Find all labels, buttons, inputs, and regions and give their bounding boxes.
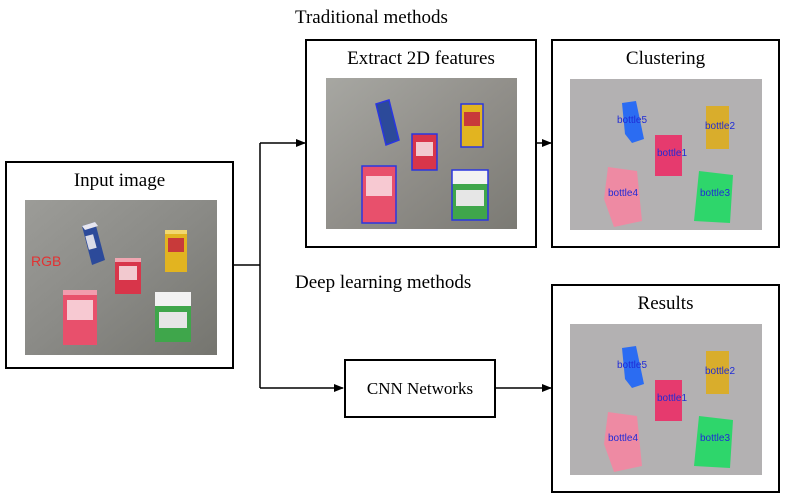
results-mask-bottle1 [655,380,682,421]
clustering-label-bottle2: bottle2 [705,121,735,132]
results-label-bottle4: bottle4 [608,433,638,444]
clustering-label-bottle5: bottle5 [617,115,647,126]
extract-bottle-pink [361,165,397,224]
results-title: Results [637,293,694,314]
clustering-mask-bottle3 [694,171,733,223]
results-mask-bottle4 [604,412,642,472]
extract-features-photo [326,78,517,229]
cnn-networks-box: CNN Networks [344,359,496,418]
clustering-mask-bottle2 [706,106,729,149]
extract-features-title: Extract 2D features [347,48,495,69]
results-label-bottle2: bottle2 [705,366,735,377]
clustering-label-bottle4: bottle4 [608,188,638,199]
results-label-bottle5: bottle5 [617,360,647,371]
clustering-title: Clustering [625,48,706,69]
clustering-mask-bottle5 [622,101,644,143]
results-mask-bottle2 [706,351,729,394]
clustering-mask-bottle4 [604,167,642,227]
extract-bottle-yellow [460,103,484,148]
extract-features-box: Extract 2D features [305,39,537,248]
results-label-bottle3: bottle3 [700,433,730,444]
clustering-box: Clustering bottle5 bottle2 bottle1 bottl… [551,39,780,248]
input-rgb-photo: RGB [25,200,217,355]
input-bottle-yellow [165,230,187,272]
results-label-bottle1: bottle1 [657,393,687,404]
section-label-traditional: Traditional methods [295,7,448,28]
results-mask-bottle5 [622,346,644,388]
results-box: Results bottle5 bottle2 bottle1 bottle4 … [551,284,780,493]
input-bottle-pink [63,290,97,345]
clustering-mask-bottle1 [655,135,682,176]
clustering-segmentation: bottle5 bottle2 bottle1 bottle4 bottle3 [570,79,762,230]
input-bottle-blue [82,222,105,265]
input-bottle-green [155,292,191,342]
clustering-label-bottle3: bottle3 [700,188,730,199]
rgb-tag: RGB [31,253,61,269]
input-bottle-red [115,258,141,294]
extract-bottle-green [451,169,489,221]
results-segmentation: bottle5 bottle2 bottle1 bottle4 bottle3 [570,324,762,475]
input-image-box: Input image [5,161,234,369]
results-mask-bottle3 [694,416,733,468]
clustering-label-bottle1: bottle1 [657,148,687,159]
input-image-title: Input image [73,170,166,191]
extract-bottle-red [411,133,438,171]
section-label-deep-learning: Deep learning methods [295,272,472,293]
connector-input-branch [233,143,261,388]
extract-bottle-blue [375,99,400,147]
